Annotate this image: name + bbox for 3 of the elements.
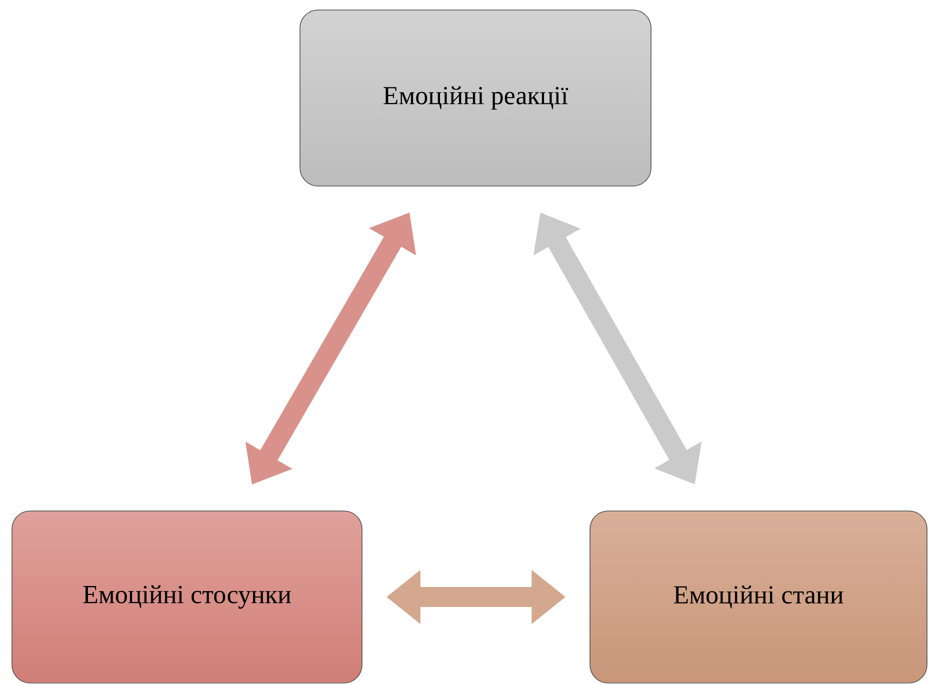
process-box: Емоційні реакції — [300, 10, 652, 186]
process-box: Емоційні стани — [590, 510, 928, 684]
process-box: Емоційні стосунки — [12, 510, 362, 684]
